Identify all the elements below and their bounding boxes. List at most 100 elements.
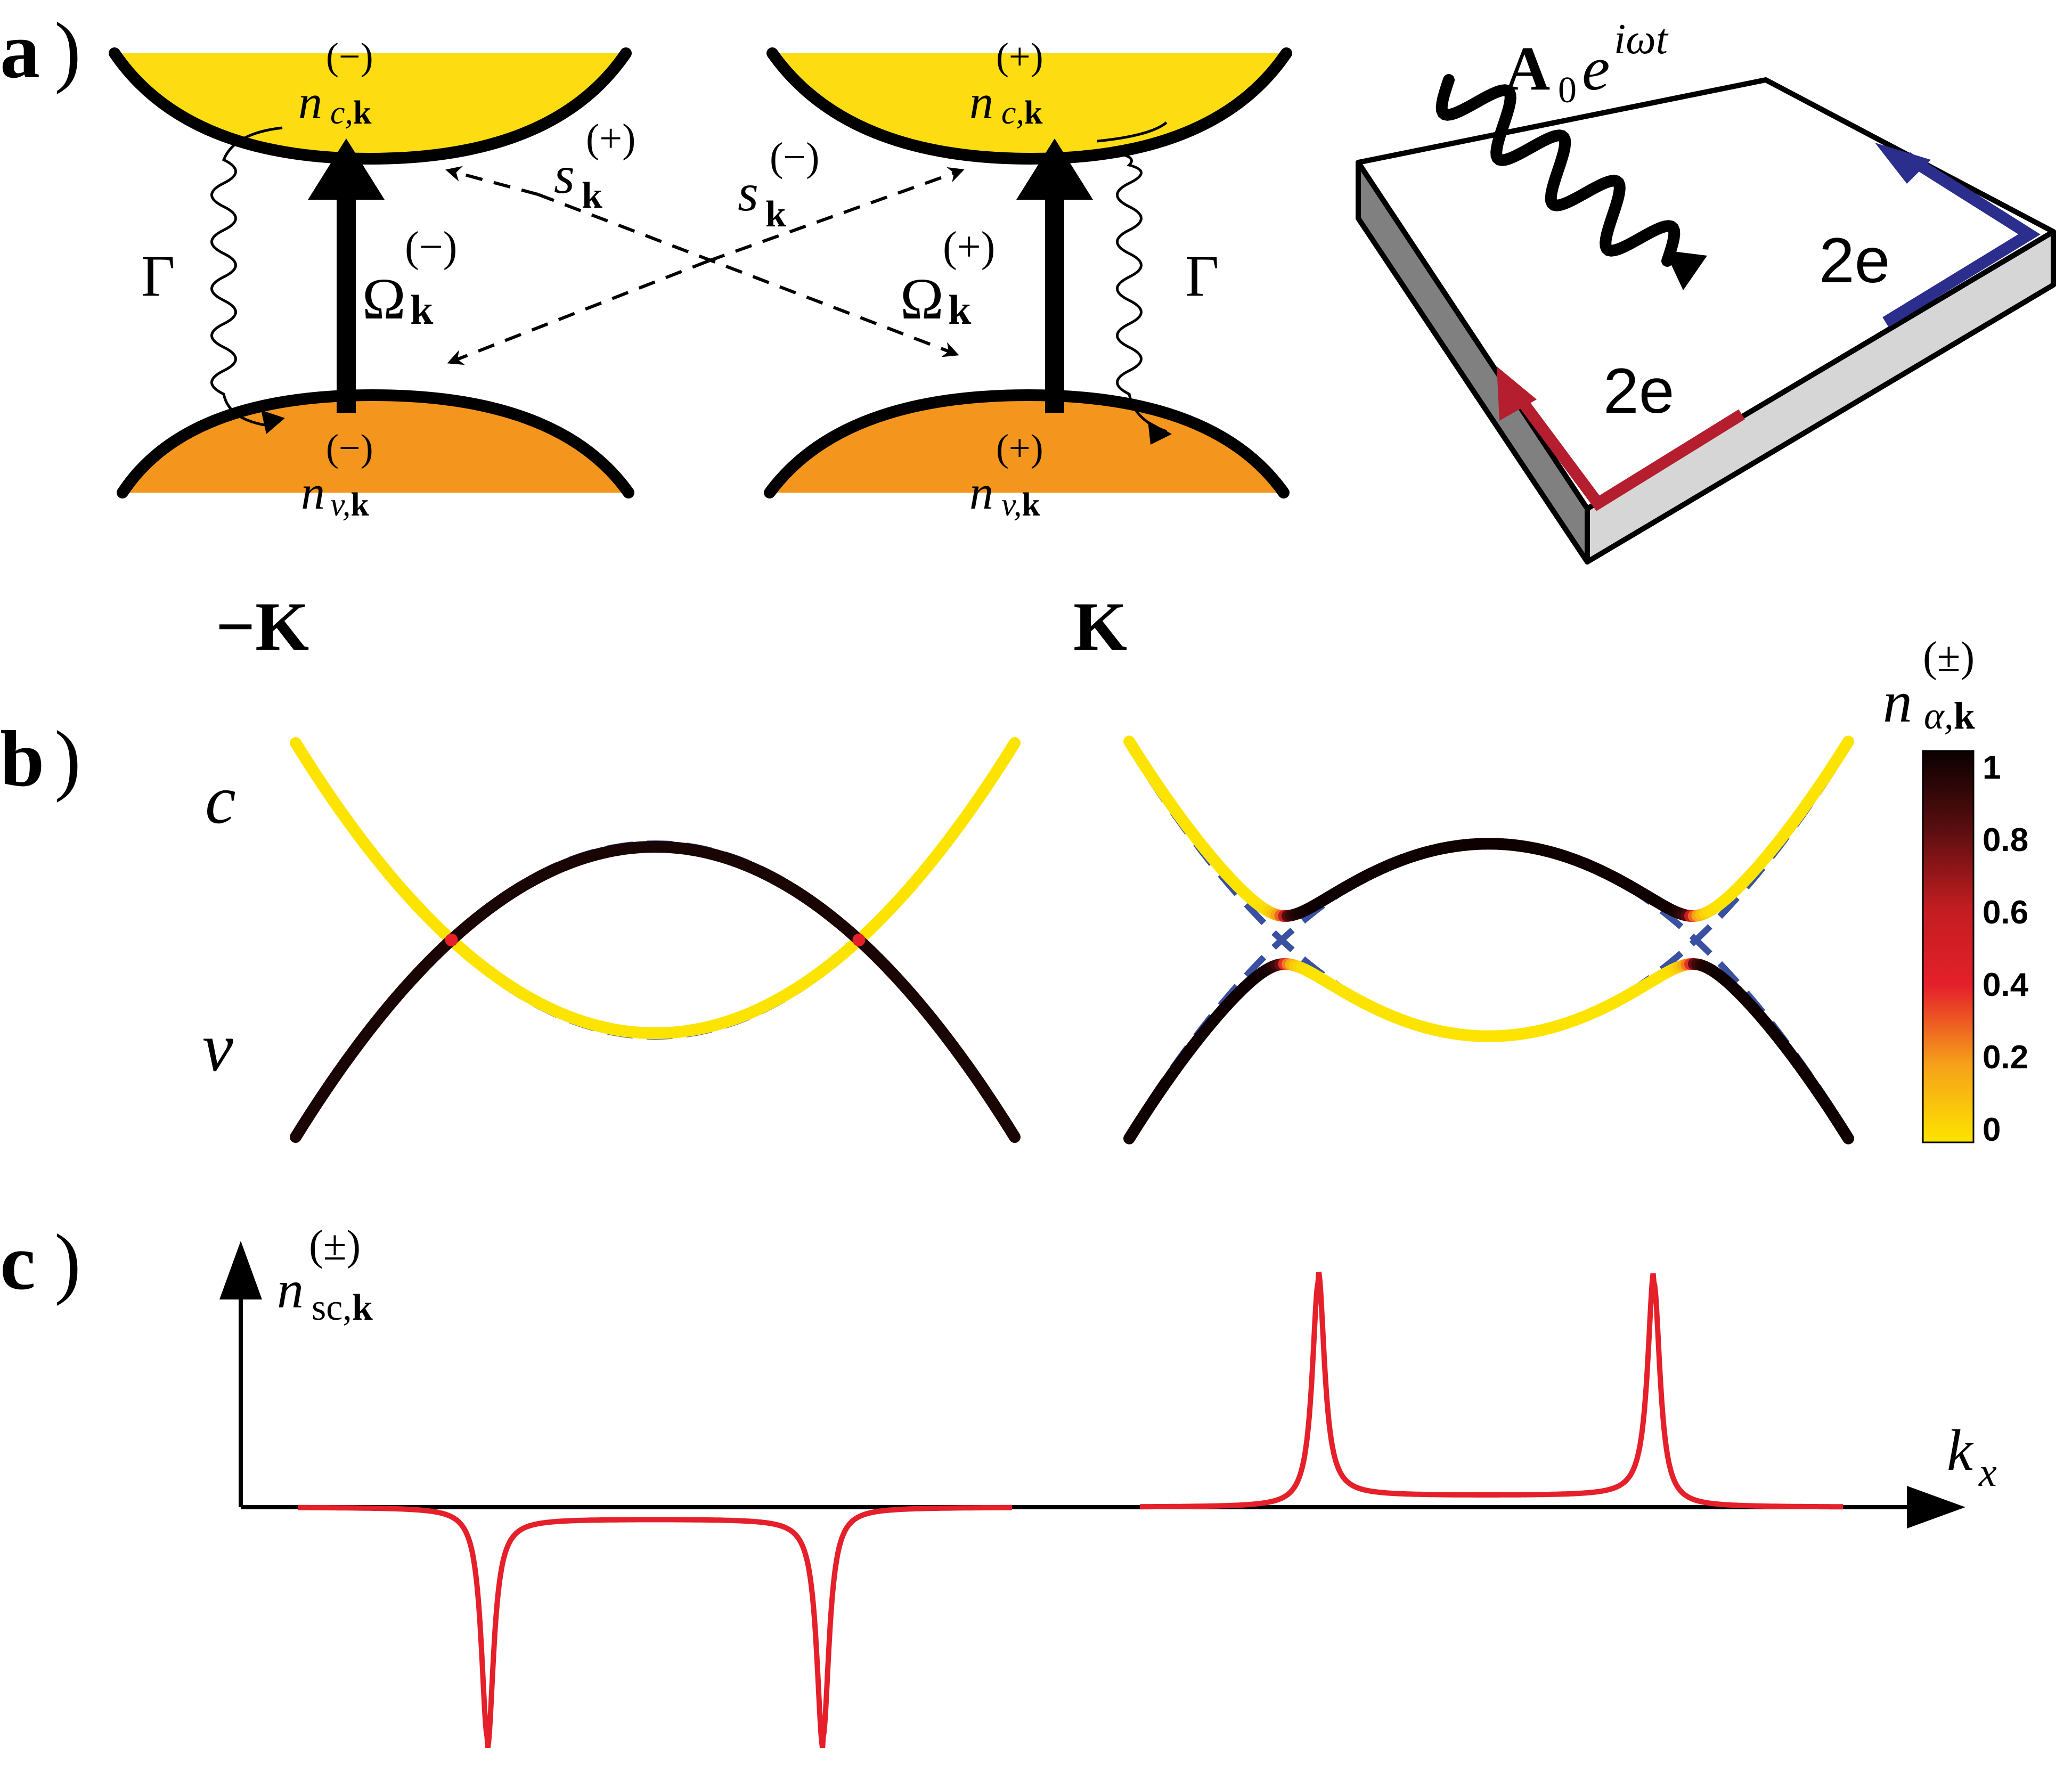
colorbar-tick-label: 0 bbox=[1983, 1111, 2001, 1148]
colorbar-title-sub: α,k bbox=[1924, 694, 1975, 737]
dressed-band-upper bbox=[1839, 735, 1854, 753]
y-axis-arrowhead bbox=[219, 1241, 262, 1299]
dressed-band-lower bbox=[1839, 1127, 1854, 1144]
valence-band-fill-left bbox=[123, 395, 629, 493]
pump-arrow-head-left bbox=[308, 138, 385, 200]
conduction-band-curve-right bbox=[766, 47, 1292, 165]
omega-left: Ω bbox=[362, 266, 406, 331]
dressed-band-yellow bbox=[1005, 737, 1021, 755]
colorbar-tick-label: 1 bbox=[1983, 749, 2001, 786]
valley-minus-k: n (−) c,k n (−) v,k Ω (−) k Γ −K bbox=[109, 35, 634, 665]
conduction-band-fill-left bbox=[115, 53, 626, 159]
density-curve-minus-k bbox=[298, 1505, 1012, 1748]
s-plus-sup: (+) bbox=[586, 116, 635, 161]
edge-current-blue bbox=[1882, 152, 2041, 328]
s-minus-arrow-upper bbox=[707, 167, 965, 263]
colorbar-title-sup: (±) bbox=[1923, 634, 1975, 681]
edge-current-red bbox=[1508, 385, 1745, 511]
n-v-left-sub: v,k bbox=[330, 487, 369, 523]
panel-a-paren: ) bbox=[54, 6, 81, 95]
pump-arrow-head-right bbox=[1016, 138, 1093, 200]
n-c-right-sup: (+) bbox=[996, 35, 1043, 78]
relaxation-arrowhead-left bbox=[261, 410, 285, 434]
n-c-right: n bbox=[969, 76, 993, 129]
crossing-point bbox=[852, 934, 866, 946]
s-plus-sub: k bbox=[582, 175, 602, 216]
density-curve-k bbox=[1140, 1271, 1843, 1510]
gamma-right: Γ bbox=[1185, 243, 1219, 308]
s-minus-arrow-lower bbox=[447, 259, 709, 365]
s-minus-sup: (−) bbox=[770, 135, 819, 179]
crossing-point bbox=[445, 934, 458, 946]
colorbar-title-n: n bbox=[1883, 669, 1912, 734]
colorbar-tick-label: 0.4 bbox=[1983, 967, 2029, 1003]
panel-c-label: c bbox=[0, 1218, 36, 1306]
n-v-right-sup: (+) bbox=[996, 427, 1043, 469]
x-axis-label-k: k bbox=[1947, 1418, 1974, 1483]
y-axis-label-sub: sc,k bbox=[312, 1287, 373, 1328]
sample-slab: A 0 e iωt 2e 2e bbox=[1356, 16, 2056, 565]
panel-c-paren: ) bbox=[54, 1218, 81, 1306]
light-wave bbox=[1435, 74, 1681, 267]
valley-label-k: K bbox=[1073, 588, 1127, 665]
wave-label-sub: 0 bbox=[1558, 70, 1577, 111]
edge-label-blue: 2e bbox=[1819, 225, 1890, 296]
n-c-left-sup: (−) bbox=[326, 35, 373, 78]
colorbar-ticks: 1 0.8 0.6 0.4 0.2 0 bbox=[1983, 749, 2029, 1148]
relaxation-wavy-line-left bbox=[210, 126, 283, 428]
valley-k: n (+) c,k n (+) v,k Ω (+) k Γ K bbox=[764, 35, 1292, 665]
dressed-band-dark bbox=[1005, 1125, 1021, 1143]
light-wave-arrowhead bbox=[1665, 250, 1707, 290]
band-c-label: c bbox=[205, 762, 236, 838]
y-axis-label-sup: (±) bbox=[309, 1222, 361, 1269]
omega-left-sup: (−) bbox=[405, 224, 457, 271]
colorbar: 1 0.8 0.6 0.4 0.2 0 n (±) α,k bbox=[1883, 634, 2029, 1148]
omega-left-sub: k bbox=[410, 287, 434, 333]
n-v-left: n bbox=[301, 467, 325, 519]
panel-a-label: a bbox=[0, 6, 40, 95]
relaxation-arrowhead-right bbox=[1148, 421, 1172, 445]
n-c-left-sub: c,k bbox=[330, 95, 372, 131]
omega-right-sup: (+) bbox=[943, 224, 995, 271]
valley-label-minus-k: −K bbox=[216, 588, 309, 665]
panel-b-label: b bbox=[0, 715, 44, 803]
band-plot-left bbox=[290, 737, 1021, 1143]
gamma-left: Γ bbox=[141, 243, 175, 308]
valence-band-curve-right bbox=[764, 389, 1290, 498]
conduction-band-fill-right bbox=[772, 53, 1286, 159]
band-plot-right bbox=[1123, 735, 1854, 1144]
intervalley-scattering: s (+) k s (−) k bbox=[445, 116, 965, 365]
wave-label-A: A bbox=[1505, 34, 1550, 103]
omega-right-sub: k bbox=[948, 287, 972, 333]
colorbar-gradient bbox=[1922, 750, 1975, 1143]
n-v-right-sub: v,k bbox=[1001, 487, 1040, 523]
edge-label-red: 2e bbox=[1603, 355, 1674, 427]
s-minus-sub: k bbox=[765, 194, 786, 235]
relaxation-wavy-line-right bbox=[1097, 121, 1168, 433]
valence-band-curve-left bbox=[117, 389, 634, 498]
x-axis-label-sub: x bbox=[1978, 1450, 1997, 1495]
n-c-left: n bbox=[298, 76, 322, 129]
colorbar-tick-label: 0.8 bbox=[1983, 822, 2028, 859]
n-c-right-sub: c,k bbox=[1001, 95, 1043, 131]
s-minus-label: s bbox=[738, 163, 758, 222]
edge-current-red-arrowhead bbox=[1497, 366, 1537, 421]
conduction-band-curve-left bbox=[109, 47, 632, 165]
band-v-label: v bbox=[202, 1009, 233, 1086]
x-axis-arrowhead bbox=[1907, 1486, 1965, 1528]
n-v-left-sup: (−) bbox=[326, 427, 373, 469]
edge-current-blue-arrowhead bbox=[1875, 143, 1931, 184]
panel-c: c ) n (±) sc,k k x bbox=[0, 1218, 1997, 1748]
panel-a: a ) n (−) c,k n (−) v,k Ω (−) k Γ −K bbox=[0, 6, 2056, 665]
colorbar-tick-label: 0.2 bbox=[1983, 1039, 2028, 1076]
valence-band-fill-right bbox=[770, 395, 1284, 493]
wave-label-exp: iωt bbox=[1614, 16, 1669, 63]
wave-label-e: e bbox=[1582, 34, 1610, 103]
n-v-right: n bbox=[969, 467, 993, 519]
colorbar-tick-label: 0.6 bbox=[1983, 894, 2028, 931]
s-plus-label: s bbox=[554, 145, 575, 205]
y-axis-label-n: n bbox=[277, 1260, 304, 1319]
panel-b: b ) c v 10.80.60.40.20 n (±) α,k bbox=[0, 634, 2029, 1148]
omega-right: Ω bbox=[900, 266, 944, 331]
